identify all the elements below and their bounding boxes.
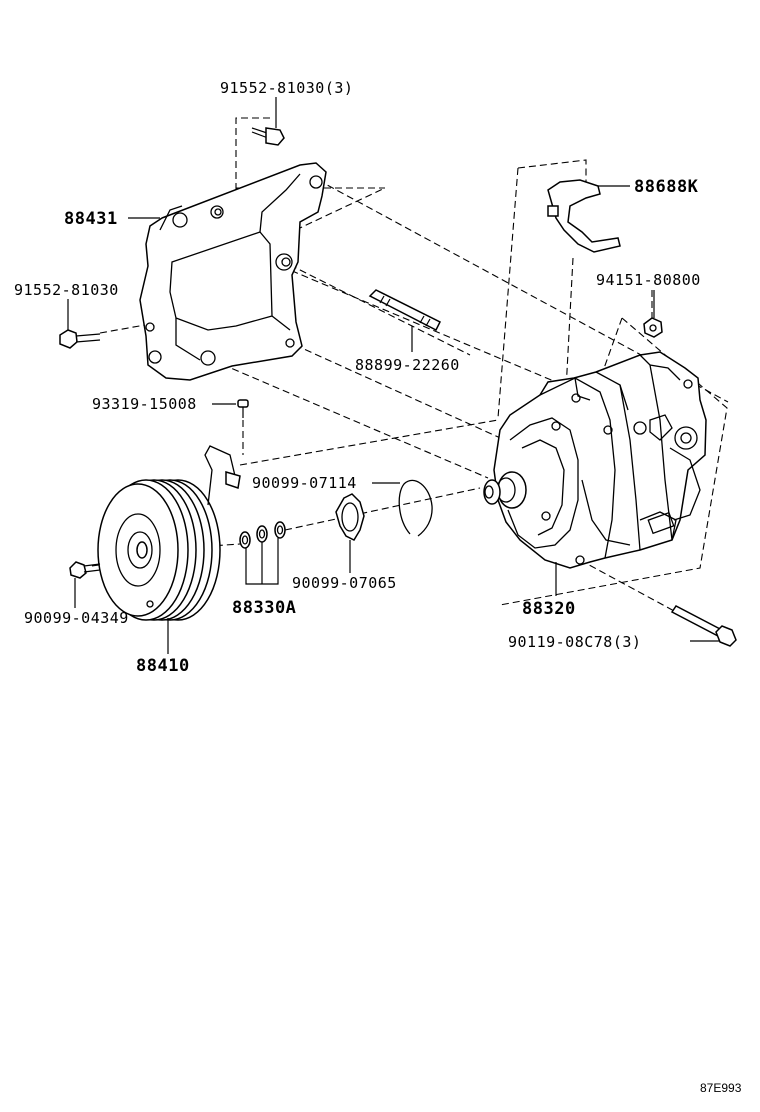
leader-lines — [67, 97, 720, 654]
label-pulley: 88410 — [136, 656, 190, 676]
wire-bracket — [547, 179, 621, 253]
label-snap-ring: 90099-07114 — [252, 474, 357, 492]
label-bracket: 88431 — [64, 209, 118, 229]
label-nut: 94151-80800 — [596, 271, 701, 289]
bolt-compressor — [670, 605, 737, 647]
stud — [368, 289, 442, 332]
label-bolt-top: 91552-81030(3) — [220, 79, 353, 97]
bolt-clutch — [69, 561, 101, 579]
label-bolt-clutch: 90099-04349 — [24, 609, 129, 627]
nut — [643, 317, 663, 338]
label-stud: 88899-22260 — [355, 356, 460, 374]
label-bolt-left: 91552-81030 — [14, 281, 119, 299]
snap-ring-lock — [335, 493, 365, 541]
clutch-pulley — [97, 445, 241, 621]
label-bolt-compressor: 90119-08C78(3) — [508, 633, 641, 651]
label-screw: 93319-15008 — [92, 395, 197, 413]
shim-set — [239, 521, 286, 549]
label-wire-bracket: 88688K — [634, 177, 699, 197]
bolt-top — [251, 127, 285, 146]
label-shims: 90099-07065 — [292, 574, 397, 592]
compressor — [483, 351, 707, 569]
screw — [237, 399, 249, 418]
snap-ring — [398, 479, 433, 537]
bolt-left — [59, 329, 101, 349]
label-shim-set: 88330A — [232, 598, 296, 618]
label-compressor: 88320 — [522, 599, 576, 619]
compressor-bracket — [139, 162, 327, 381]
figure-code: 87E993 — [700, 1081, 742, 1095]
